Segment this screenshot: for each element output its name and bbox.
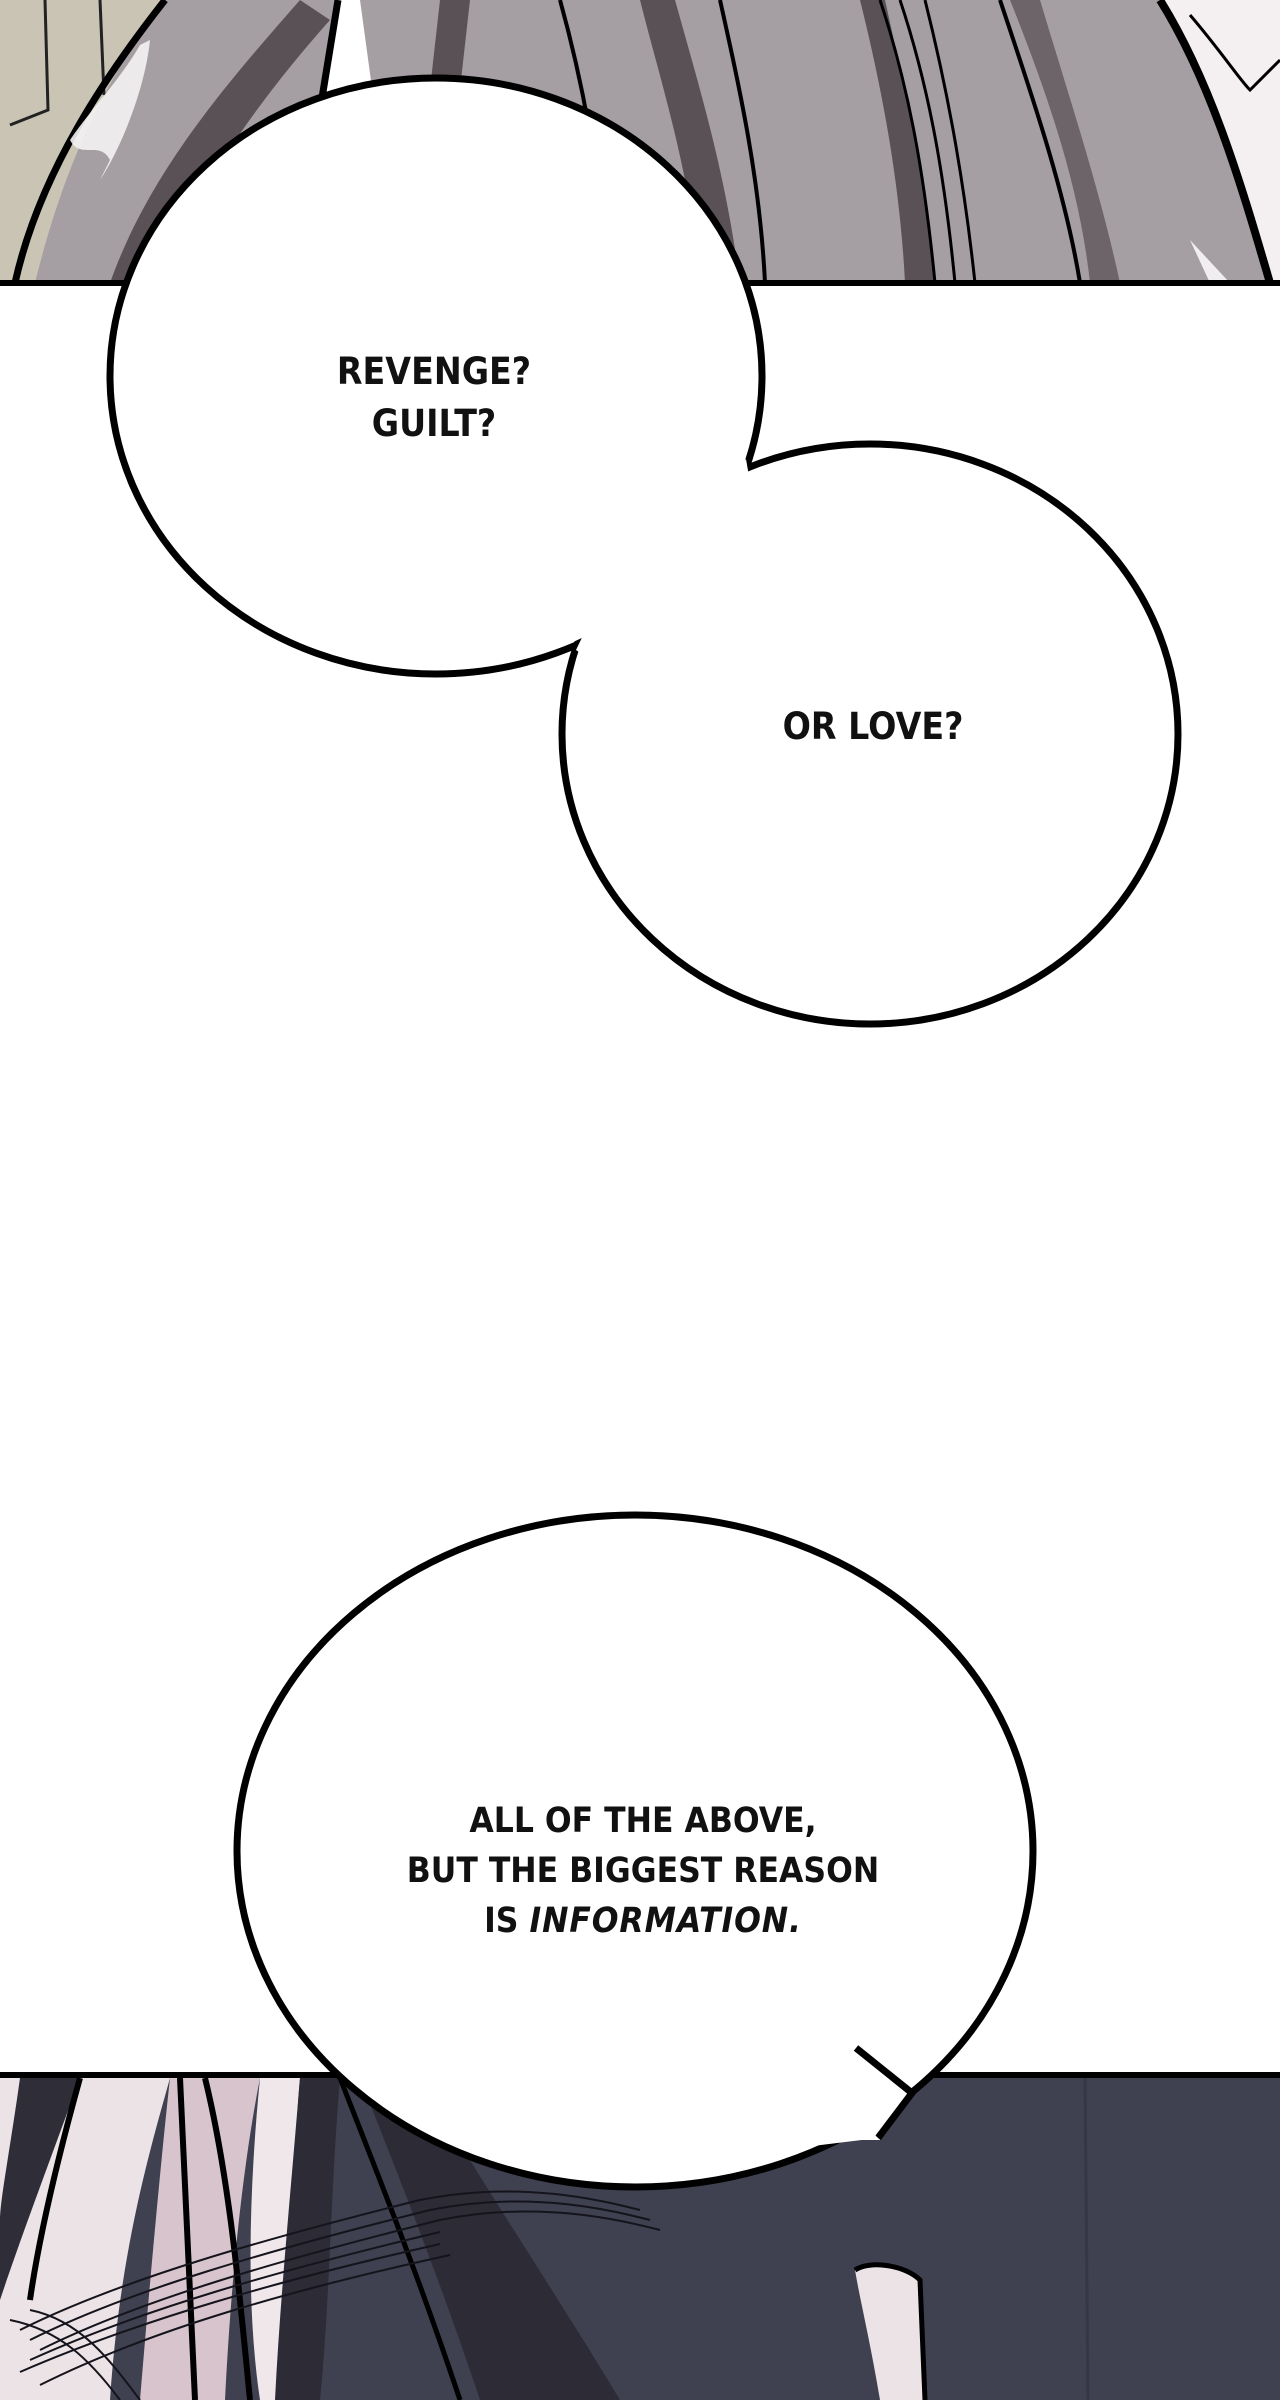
bubble-merge	[114, 82, 1174, 1020]
speech-bubble-1: REVENGE? GUILT?	[337, 346, 531, 450]
bubble-3-line-2: BUT THE BIGGEST REASON	[406, 1851, 880, 1891]
speech-bubble-3: ALL OF THE ABOVE, BUT THE BIGGEST REASON…	[407, 1796, 879, 1946]
speech-bubble-2: OR LOVE?	[783, 704, 964, 750]
bubble-3-line-3: IS INFORMATION.	[407, 1896, 879, 1946]
bubble-3-line-3-prefix: IS	[484, 1901, 530, 1941]
bubble-1-line-1: REVENGE?	[336, 350, 532, 393]
bubble-2-line-1: OR LOVE?	[782, 705, 964, 748]
bubble-3-line-1: ALL OF THE ABOVE,	[469, 1801, 817, 1841]
speech-bubble-3-shape	[233, 1511, 1037, 2191]
bubble-1-line-2: GUILT?	[371, 402, 497, 445]
emphasized-word: INFORMATION.	[529, 1901, 802, 1941]
bottom-panel	[0, 2072, 1280, 2400]
